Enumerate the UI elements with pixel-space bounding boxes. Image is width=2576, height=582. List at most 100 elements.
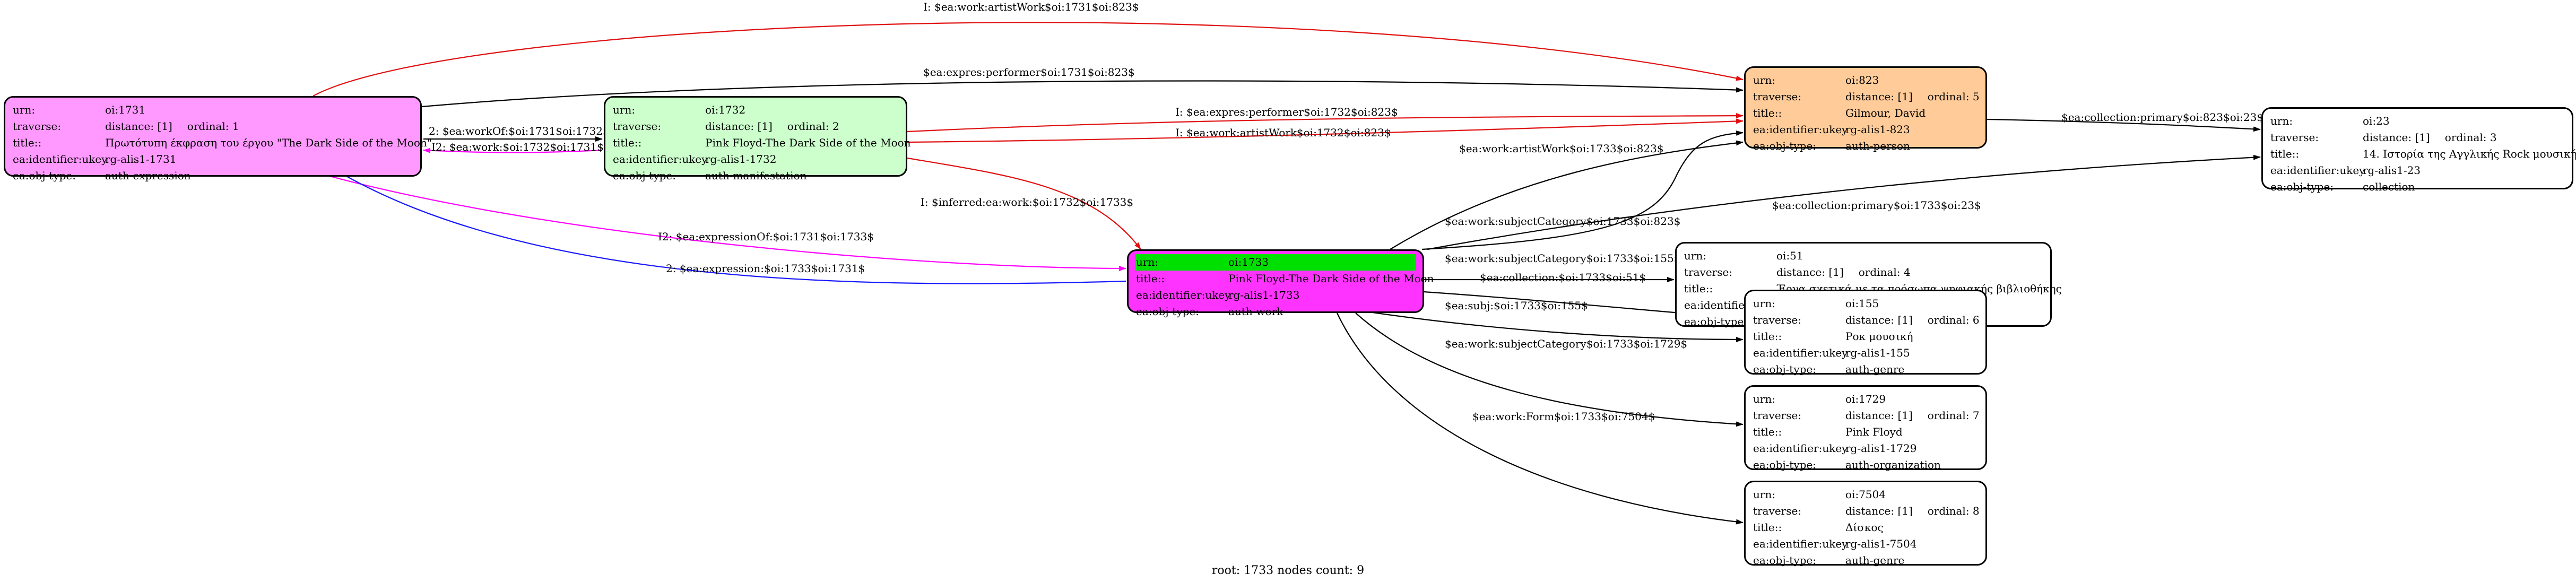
type-label: ea:obj-type:: [2270, 180, 2334, 193]
edge-exprof-1731-1733: [310, 170, 1126, 271]
type-value: collection: [2363, 180, 2415, 193]
ukey-label: ea:identifier:ukey: [13, 153, 108, 166]
node-oi-1732[interactable]: urn:oi:1732 traverse:distance: [1]ordina…: [604, 96, 911, 182]
distance-value: distance: [1]: [1845, 505, 1913, 517]
graph-footer: root: 1733 nodes count: 9: [1211, 564, 1365, 577]
ordinal-value: ordinal: 4: [1858, 266, 1911, 279]
type-value: auth-genre: [1845, 554, 1905, 567]
type-value: auth-expression: [105, 169, 191, 182]
type-label: ea:obj-type:: [1753, 363, 1817, 376]
type-value: auth-manifestation: [705, 169, 807, 182]
ukey-value: rg-alis1-155: [1845, 346, 1910, 359]
type-value: auth-organization: [1845, 458, 1941, 471]
traverse-label: traverse:: [613, 120, 662, 133]
ordinal-value: ordinal: 1: [187, 120, 239, 133]
ukey-label: ea:identifier:ukey: [1136, 289, 1231, 301]
type-label: ea:obj-type:: [1753, 554, 1817, 567]
ordinal-value: ordinal: 7: [1927, 409, 1980, 422]
edge-collprim-1733-23: [1427, 154, 2261, 250]
node-oi-823[interactable]: urn:oi:823 traverse:distance: [1]ordinal…: [1744, 66, 1987, 152]
ukey-label: ea:identifier:ukey: [1753, 346, 1848, 359]
title-label: title::: [613, 136, 642, 149]
edge-label-exprof-1731-1733: I2: $ea:expressionOf:$oi:1731$oi:1733$: [658, 230, 874, 243]
type-label: ea:obj-type:: [13, 169, 76, 182]
distance-value: distance: [1]: [1776, 266, 1844, 279]
ukey-value: rg-alis1-23: [2363, 164, 2421, 177]
title-label: title::: [2270, 147, 2300, 160]
urn-value: oi:1732: [705, 103, 746, 116]
ukey-value: rg-alis1-823: [1845, 123, 1910, 136]
edge-label-perf-1732-823: I: $ea:expres:performer$oi:1732$oi:823$: [1175, 106, 1398, 118]
title-value: Pink Floyd: [1845, 425, 1903, 438]
root-highlight-row: urn: oi:1733: [1136, 254, 1415, 271]
title-value: Πρωτότυπη έκφραση του έργου "The Dark Si…: [105, 136, 432, 149]
node-oi-1733[interactable]: urn:oi:1733 title::Pink Floyd-The Dark S…: [1127, 249, 1434, 318]
distance-value: distance: [1]: [105, 120, 172, 133]
traverse-label: traverse:: [2270, 131, 2319, 144]
ordinal-value: ordinal: 8: [1927, 505, 1980, 517]
ukey-label: ea:identifier:ukey: [1753, 442, 1848, 455]
urn-value: oi:1733: [1228, 256, 1269, 268]
title-label: title::: [13, 136, 42, 149]
title-label: title::: [1753, 521, 1782, 534]
urn-value: oi:51: [1776, 249, 1803, 262]
edge-label-expr-1733-1731: 2: $ea:expression:$oi:1733$oi:1731$: [666, 262, 865, 275]
ukey-value: rg-alis1-7504: [1845, 537, 1917, 550]
edge-subjcat-1733-823: [1421, 131, 1744, 250]
edge-collprim-823-23: [1987, 118, 2261, 132]
type-value: auth-person: [1845, 140, 1910, 152]
node-oi-155[interactable]: urn:oi:155 traverse:distance: [1]ordinal…: [1744, 290, 1987, 376]
ordinal-value: ordinal: 5: [1927, 90, 1980, 103]
distance-value: distance: [1]: [1845, 90, 1913, 103]
title-value: Gilmour, David: [1845, 107, 1926, 119]
node-oi-1729[interactable]: urn:oi:1729 traverse:distance: [1]ordina…: [1744, 385, 1987, 471]
urn-label: urn:: [1753, 393, 1776, 405]
edge-inferred-1732-1733: [907, 157, 1141, 250]
urn-value: oi:155: [1845, 297, 1879, 310]
edge-subjcat-1733-1729: [1355, 312, 1744, 427]
edge-perf-1732-823: [907, 113, 1744, 133]
edge-label-form-1733-7504: $ea:work:Form$oi:1733$oi:7504$: [1472, 410, 1655, 423]
urn-label: urn:: [13, 103, 36, 116]
type-label: ea:obj-type:: [1753, 140, 1817, 152]
type-label: ea:obj-type:: [613, 169, 676, 182]
distance-value: distance: [1]: [1845, 314, 1913, 326]
edge-label-artist-1733-823: $ea:work:artistWork$oi:1733$oi:823$: [1459, 142, 1664, 155]
edge-label-coll-1733-51: $ea:collection:$oi:1733$oi:51$: [1480, 271, 1646, 284]
edge-work-1732-1731: [423, 147, 603, 153]
urn-value: oi:1731: [105, 103, 146, 116]
type-label: ea:obj-type:: [1753, 458, 1817, 471]
edge-artist-1732-823: [907, 118, 1744, 143]
edge-perf-1731-823: [421, 80, 1744, 108]
edge-label-subj-1733-155: $ea:subj:$oi:1733$oi:155$: [1445, 299, 1588, 312]
node-oi-23[interactable]: urn:oi:23 traverse:distance: [1]ordinal:…: [2261, 107, 2576, 193]
urn-label: urn:: [1753, 297, 1776, 310]
edge-form-1733-7504: [1337, 312, 1744, 525]
ukey-value: rg-alis1-1731: [105, 153, 177, 166]
title-value: Pink Floyd-The Dark Side of the Moon: [705, 136, 911, 149]
title-value: Δίσκος: [1845, 521, 1884, 534]
edge-label-artist-1732-823: I: $ea:work:artistWork$oi:1732$oi:823$: [1175, 126, 1391, 139]
title-value: Ροκ μουσική: [1845, 330, 1913, 343]
title-value: 14. Ιστορία της Αγγλικής Rock μουσικής: [2363, 147, 2576, 160]
traverse-label: traverse:: [1684, 266, 1733, 279]
distance-value: distance: [1]: [2363, 131, 2430, 144]
ordinal-value: ordinal: 6: [1927, 314, 1980, 326]
node-oi-1731[interactable]: urn:oi:1731 traverse:distance: [1]ordina…: [4, 96, 432, 182]
edge-artist-1733-823: [1390, 140, 1744, 250]
urn-label: urn:: [1136, 256, 1159, 268]
edge-expr-1733-1731: [336, 170, 1126, 284]
ukey-value: rg-alis1-1729: [1845, 442, 1917, 455]
urn-value: oi:823: [1845, 74, 1879, 86]
type-value: auth-genre: [1845, 363, 1905, 376]
urn-value: oi:23: [2363, 115, 2390, 127]
type-label: ea:obj-type:: [1684, 315, 1748, 328]
urn-label: urn:: [613, 103, 636, 116]
edge-label-collprim-823-23: $ea:collection:primary$oi:823$oi:23$: [2061, 111, 2263, 124]
node-oi-7504[interactable]: urn:oi:7504 traverse:distance: [1]ordina…: [1744, 481, 1987, 567]
urn-value: oi:7504: [1845, 488, 1886, 501]
type-value: auth-work: [1228, 305, 1283, 318]
ukey-value: rg-alis1-1732: [705, 153, 777, 166]
edge-label-work-1732-1731: I2: $ea:work:$oi:1732$oi:1731$: [431, 141, 604, 153]
